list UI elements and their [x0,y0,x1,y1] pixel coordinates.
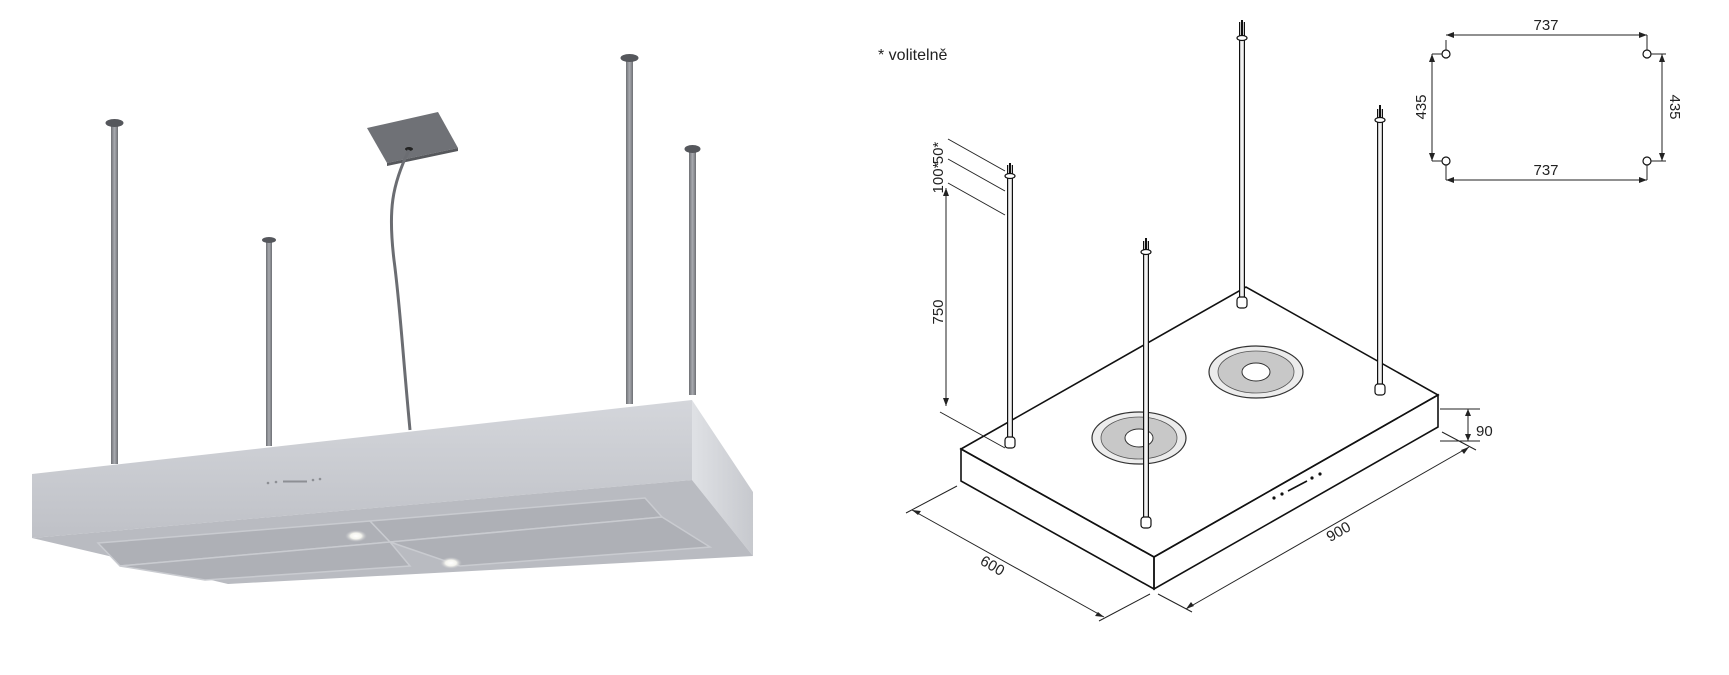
dim-top-span: 737 [1533,17,1558,34]
dim-bottom-span: 737 [1533,162,1558,179]
mount-hole-br [1642,156,1652,180]
drawing-rod-front [1140,238,1152,529]
hood-body [32,400,753,584]
dim-rod-extension: 50* [930,142,947,165]
dim-right-span: 435 [1666,94,1683,119]
drawing-rod-right [1374,105,1386,396]
height-dimension: 90 [1440,408,1493,442]
power-cable [389,149,412,431]
optional-note: * volitelně [878,47,947,64]
led-lamp-1 [345,530,367,542]
dim-rod-optional: 100* [930,162,947,193]
technical-drawing: * volitelně [878,17,1683,622]
rod-front-left [105,119,124,464]
dim-height: 90 [1476,423,1493,440]
control-panel [266,477,322,485]
led-lamp-2 [440,557,462,569]
drawing-rod-back [1236,20,1248,309]
mount-hole-tl [1441,40,1451,59]
hood-outline [959,286,1440,591]
rod-height-dimension: 50* 100* 750 [930,138,1006,449]
length-dimension: 900 [1157,431,1477,613]
hob-ring-left [1091,411,1187,465]
drawing-rod-left [1004,163,1016,449]
mount-hole-tr [1642,49,1652,59]
dim-left-span: 435 [1413,94,1430,119]
hob-ring-right [1208,345,1304,399]
dim-length: 900 [1324,518,1354,545]
rod-back-right [684,145,701,395]
ceiling-mount-box [367,112,458,166]
mounting-plan: 737 737 435 435 [1413,17,1683,183]
width-dimension: 600 [905,485,1151,622]
rod-back-left [262,237,276,446]
mount-hole-bl [1441,156,1451,180]
dim-rod-length: 750 [930,299,947,324]
rod-front-right [620,54,639,404]
hood-render [32,54,753,584]
dim-width: 600 [977,552,1007,579]
